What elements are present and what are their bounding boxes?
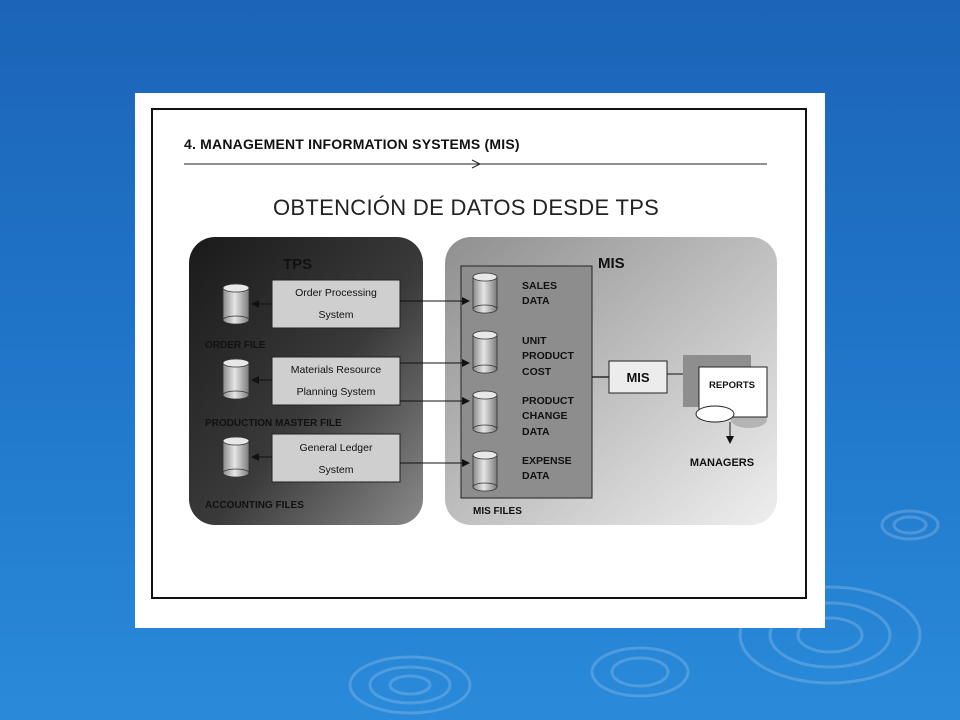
database-cylinder-icon — [222, 283, 250, 325]
system-box — [271, 433, 401, 483]
data-label-line: DATA — [522, 470, 550, 482]
mis-data-unit-cost: UNIT PRODUCT COST — [472, 330, 575, 378]
tps-system-order-processing: Order Processing System ORDER FILE — [205, 279, 401, 351]
data-label-line: PRODUCT — [522, 395, 575, 407]
system-label-line2: Planning System — [297, 386, 376, 398]
data-label-line: UNIT — [522, 335, 547, 347]
mis-data-sales: SALES DATA — [472, 272, 557, 314]
data-label-line: EXPENSE — [522, 455, 572, 467]
database-cylinder-icon — [472, 450, 498, 492]
mis-process-box — [608, 360, 668, 394]
rule-marker-icon — [471, 159, 482, 169]
data-label-line: COST — [522, 366, 552, 378]
system-label-line1: General Ledger — [300, 442, 373, 454]
system-box — [271, 279, 401, 329]
database-cylinder-icon — [222, 436, 250, 478]
system-box — [271, 356, 401, 406]
main-title: OBTENCIÓN DE DATOS DESDE TPS — [273, 195, 660, 220]
managers-label: MANAGERS — [690, 457, 754, 469]
file-label: ACCOUNTING FILES — [205, 500, 304, 511]
section-heading: 4. MANAGEMENT INFORMATION SYSTEMS (MIS) — [184, 136, 520, 152]
system-label-line2: System — [318, 464, 353, 476]
tps-title: TPS — [283, 256, 312, 273]
tps-system-materials-planning: Materials Resource Planning System PRODU… — [205, 356, 401, 429]
file-label: PRODUCTION MASTER FILE — [205, 418, 342, 429]
diagram-frame — [151, 108, 807, 599]
database-cylinder-icon — [472, 330, 498, 374]
system-label-line1: Order Processing — [295, 287, 377, 299]
database-cylinder-icon — [472, 272, 498, 314]
diagram: TPS MIS MIS FILES Order Processing Syste… — [184, 159, 777, 525]
database-cylinder-icon — [222, 358, 250, 400]
file-label: ORDER FILE — [205, 340, 266, 351]
mis-files-label: MIS FILES — [473, 506, 522, 517]
data-label-line: DATA — [522, 295, 550, 307]
mis-process-label: MIS — [626, 370, 649, 385]
database-cylinder-icon — [472, 390, 498, 434]
mis-data-product-change: PRODUCT CHANGE DATA — [472, 390, 575, 438]
system-label-line2: System — [318, 309, 353, 321]
data-label-line: PRODUCT — [522, 350, 575, 362]
mis-data-expense: EXPENSE DATA — [472, 450, 572, 492]
slide-card: 4. MANAGEMENT INFORMATION SYSTEMS (MIS) … — [135, 93, 825, 628]
reports-document-icon: REPORTS — [683, 355, 768, 428]
data-label-line: SALES — [522, 280, 557, 292]
system-label-line1: Materials Resource — [291, 364, 382, 376]
data-label-line: DATA — [522, 426, 550, 438]
tps-system-general-ledger: General Ledger System ACCOUNTING FILES — [205, 433, 401, 511]
reports-label: REPORTS — [709, 380, 755, 391]
data-label-line: CHANGE — [522, 410, 568, 422]
mis-title: MIS — [598, 255, 625, 272]
